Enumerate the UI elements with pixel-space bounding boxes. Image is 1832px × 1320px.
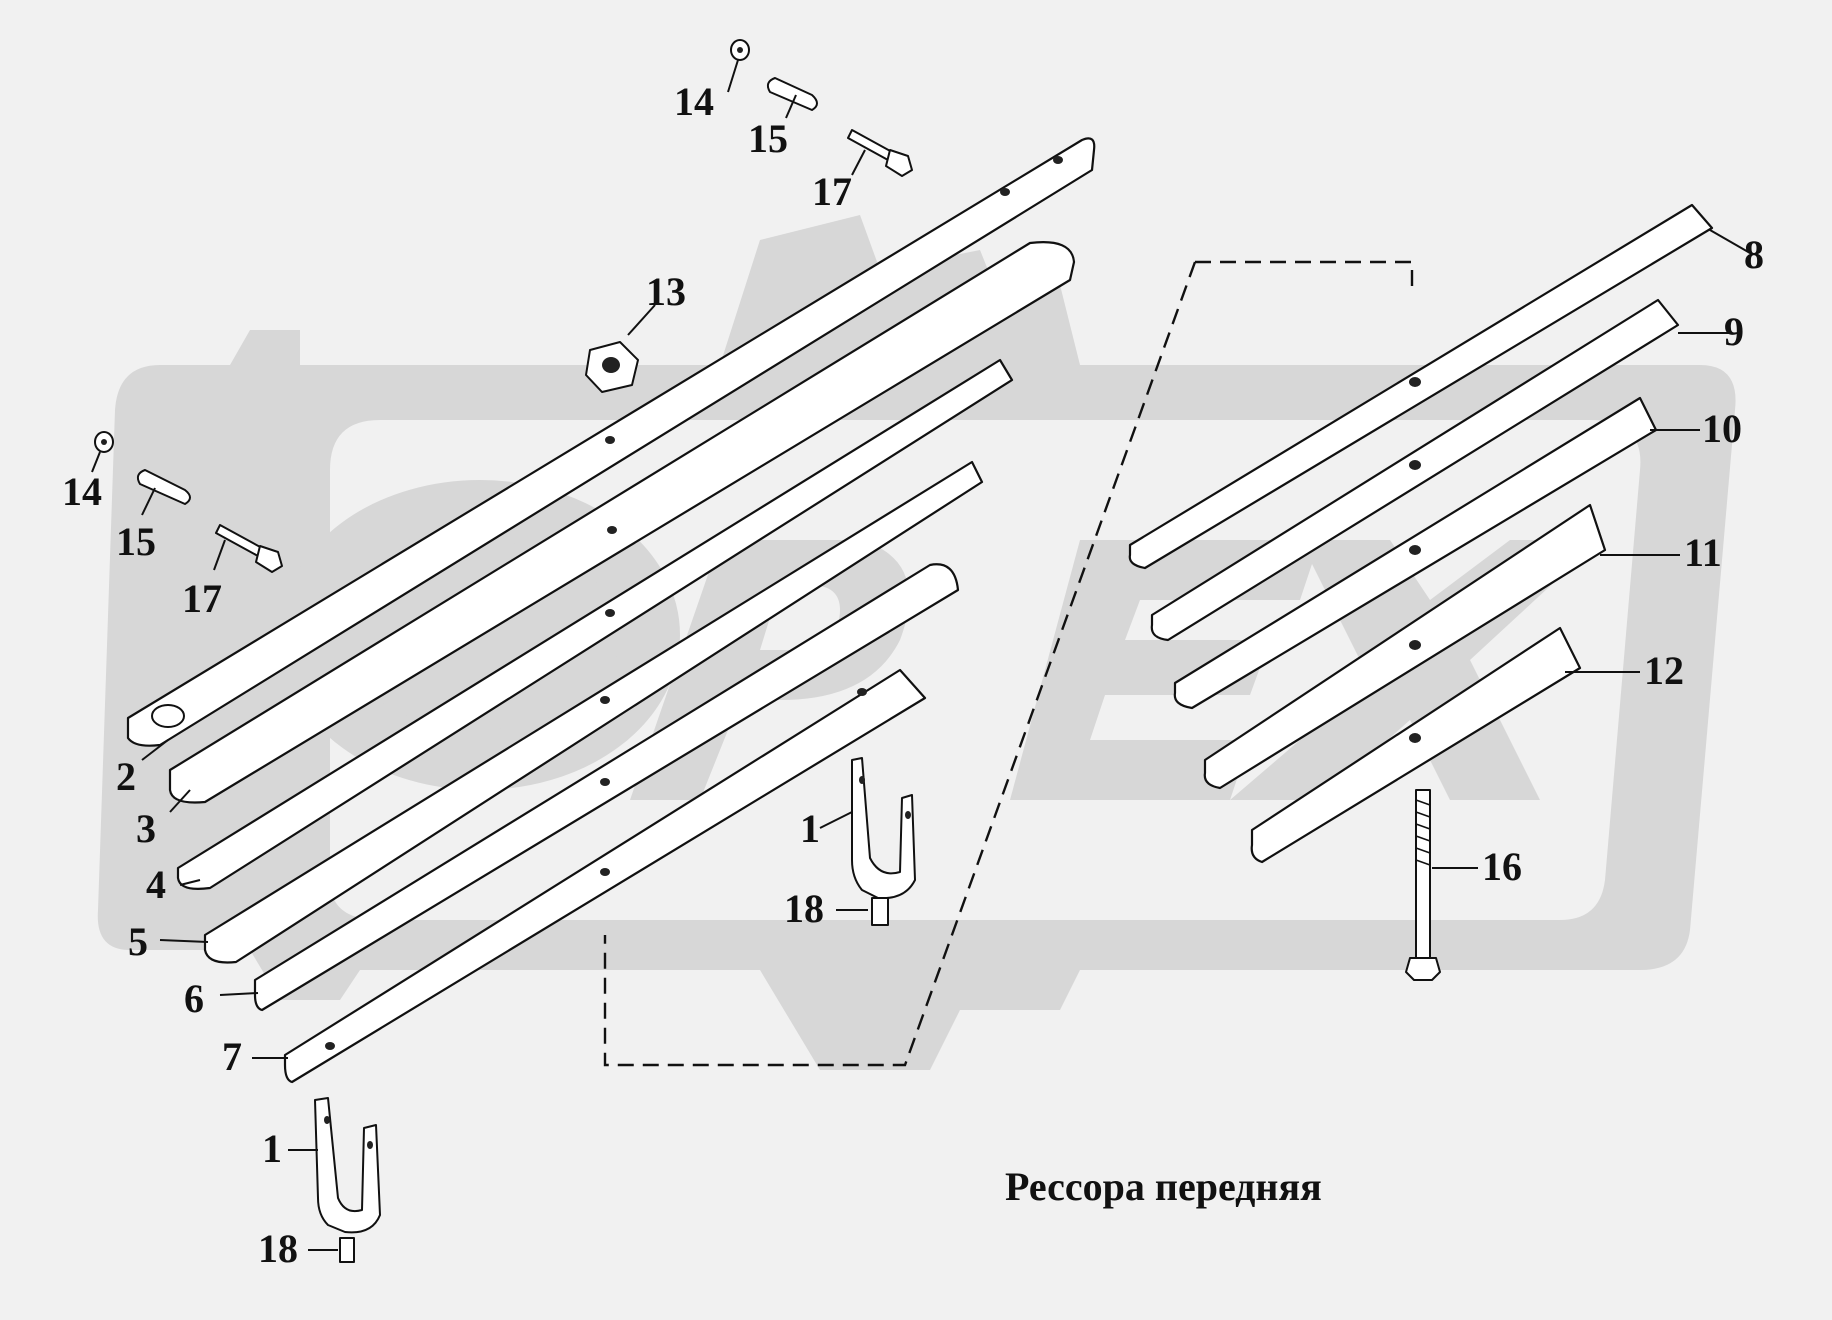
- spring-leaf-10: [1173, 396, 1658, 710]
- nut-14-upper: [730, 39, 750, 61]
- leader-lines: [91, 59, 1751, 1251]
- callout-18-bottom: 18: [258, 1226, 298, 1271]
- callout-3: 3: [136, 806, 156, 851]
- center-bolt-16: [1405, 789, 1441, 981]
- spring-leaf-5: [203, 460, 984, 964]
- diagram-title: Рессора передняя: [1005, 1164, 1322, 1209]
- callout-13: 13: [646, 269, 686, 314]
- u-clamp-1-bottom: [314, 1097, 381, 1234]
- callout-12: 12: [1644, 648, 1684, 693]
- spring-leaf-2: [126, 137, 1096, 747]
- callout-15-left: 15: [116, 519, 156, 564]
- bolt-17-upper: [847, 129, 913, 177]
- callout-2: 2: [116, 754, 136, 799]
- spring-leaf-9: [1150, 298, 1680, 642]
- callout-8: 8: [1744, 232, 1764, 277]
- bolt-17-left: [215, 524, 283, 573]
- callout-14-upper: 14: [674, 79, 714, 124]
- callout-10: 10: [1702, 406, 1742, 451]
- callout-1-bottom: 1: [262, 1126, 282, 1171]
- callout-7: 7: [222, 1034, 242, 1079]
- spring-leaf-7: [283, 668, 927, 1084]
- u-clamp-1-center: [851, 757, 916, 900]
- callout-4: 4: [146, 862, 166, 907]
- callout-labels: 2 3 4 5 6 7 8 9 10 11 12 13 14 15 17 14 …: [62, 79, 1764, 1271]
- callout-16: 16: [1482, 844, 1522, 889]
- callout-9: 9: [1724, 309, 1744, 354]
- callout-17-upper: 17: [812, 169, 852, 214]
- nut-14-left: [94, 431, 114, 453]
- nut-13: [585, 341, 639, 393]
- rivet-18-bottom: [339, 1237, 355, 1263]
- callout-17-left: 17: [182, 576, 222, 621]
- spring-leaf-4: [176, 358, 1014, 890]
- spring-leaf-12: [1250, 626, 1582, 864]
- watermark-gear-shape: [97, 330, 1736, 1070]
- spring-leaf-8: [1128, 203, 1714, 570]
- callout-6: 6: [184, 976, 204, 1021]
- spring-leaf-11: [1203, 503, 1607, 790]
- spring-leaf-6: [253, 563, 960, 1012]
- callout-11: 11: [1684, 530, 1722, 575]
- pin-15-left: [136, 469, 191, 505]
- spring-leaf-3: [168, 241, 1076, 804]
- callout-5: 5: [128, 919, 148, 964]
- assembly-dashed-outline: [603, 260, 1414, 1067]
- callout-18-center: 18: [784, 886, 824, 931]
- callout-1-center: 1: [800, 806, 820, 851]
- callout-15-upper: 15: [748, 116, 788, 161]
- callout-14-left: 14: [62, 469, 102, 514]
- watermark-letter-e: [1010, 540, 1320, 800]
- pin-15-upper: [766, 77, 818, 111]
- rivet-18-center: [871, 897, 889, 926]
- eye-bushing-icon: [151, 704, 185, 728]
